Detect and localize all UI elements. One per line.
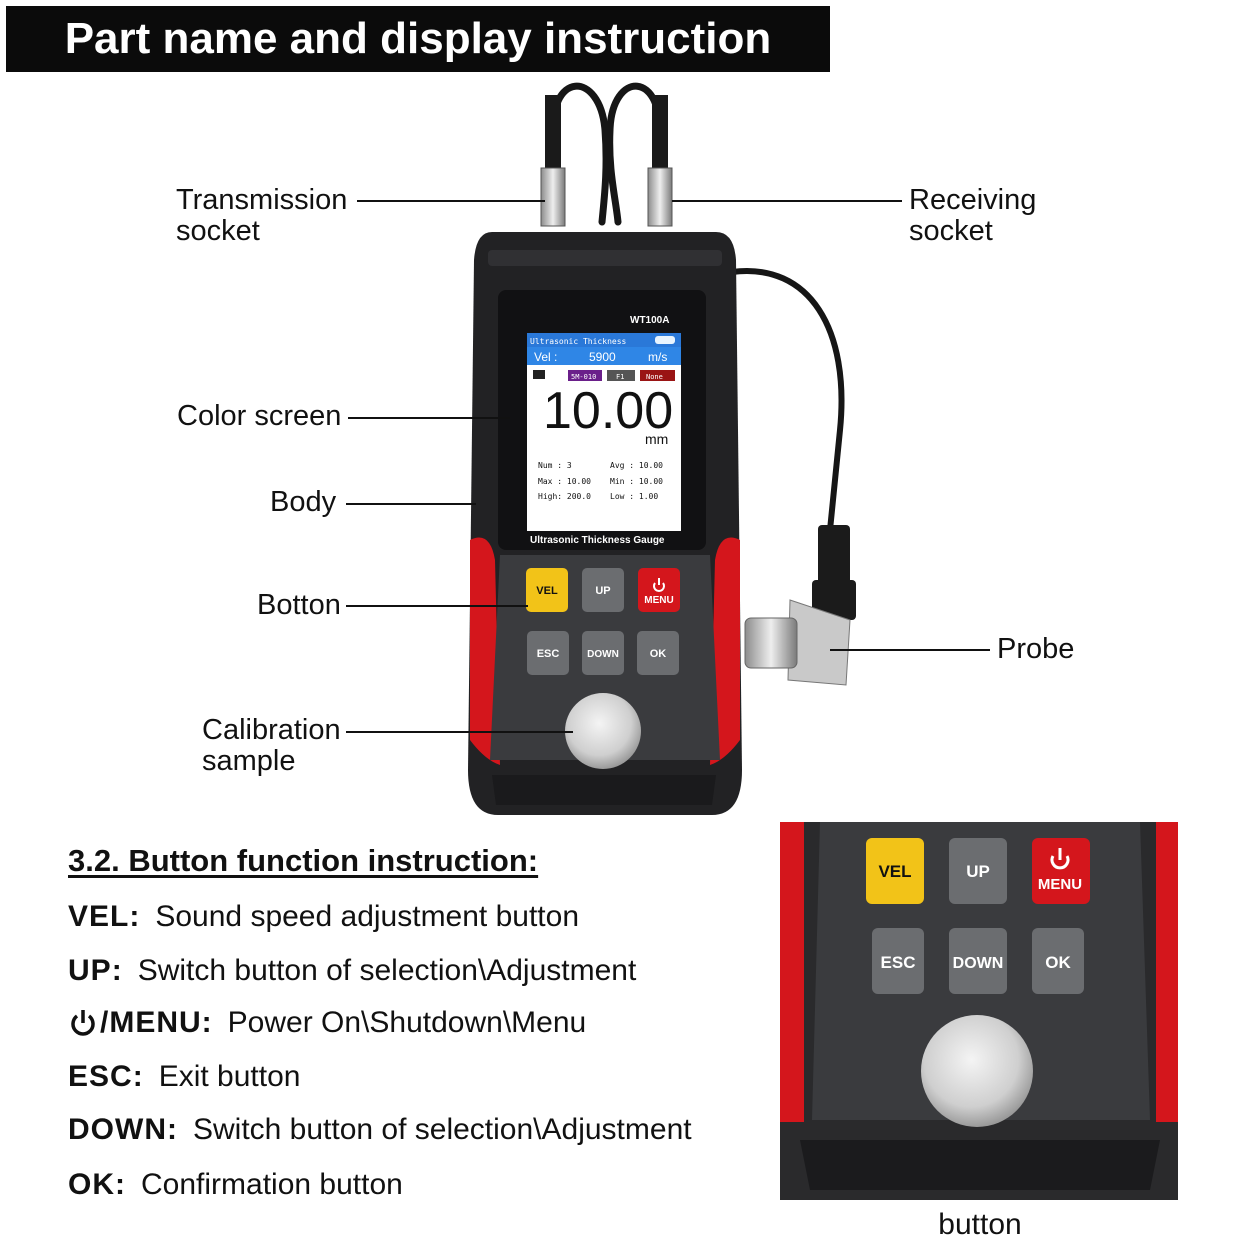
stat-low: Low : 1.00 <box>610 492 658 501</box>
zoom-ok-label: OK <box>1045 953 1071 972</box>
fn-row-ok: OK: Confirmation button <box>68 1165 403 1205</box>
vel-label: Vel : <box>534 350 557 364</box>
ok-key-label: OK <box>650 648 667 660</box>
tag-probe: 5M-010 <box>571 373 596 381</box>
fn-separator: : <box>166 1113 177 1146</box>
fn-desc: Confirmation button <box>141 1168 403 1201</box>
callout-receiving-socket: Receiving socket <box>909 184 1037 247</box>
calibration-sample-disc <box>565 693 641 769</box>
color-screen <box>527 333 681 531</box>
stat-avg: Avg : 10.00 <box>610 461 663 470</box>
button-functions-heading: 3.2. Button function instruction: <box>68 843 539 878</box>
fn-key: UP <box>68 954 112 987</box>
reading-unit: mm <box>645 431 668 447</box>
fn-separator: : <box>115 1168 125 1201</box>
keypad <box>526 568 680 769</box>
callout-probe: Probe <box>997 633 1075 665</box>
fn-key: /MENU <box>100 1006 202 1039</box>
fn-row-esc: ESC: Exit button <box>68 1057 300 1097</box>
fn-separator: : <box>201 1006 212 1039</box>
stat-max: Max : 10.00 <box>538 477 591 486</box>
zoom-caption: button <box>938 1208 1022 1241</box>
zoom-esc-label: ESC <box>881 953 916 972</box>
zoom-down-label: DOWN <box>953 955 1004 972</box>
zoom-panel <box>780 822 1178 1200</box>
fn-separator: : <box>111 954 122 987</box>
callout-button: Botton <box>257 589 341 621</box>
vel-unit: m/s <box>648 350 667 364</box>
fn-key: ESC <box>68 1060 133 1093</box>
callout-body: Body <box>270 486 337 518</box>
leader-lines <box>346 200 990 733</box>
stat-num: Num : 3 <box>538 461 572 470</box>
model-label: WT100A <box>630 315 669 326</box>
menu-key-label: MENU <box>644 595 673 606</box>
up-key-label: UP <box>595 585 610 597</box>
zoom-menu-label: MENU <box>1038 876 1082 893</box>
vel-value: 5900 <box>589 350 616 364</box>
vel-key-label: VEL <box>536 585 558 597</box>
fn-desc: Switch button of selection\Adjustment <box>137 954 637 987</box>
callout-calibration-sample: Calibration sample <box>202 714 341 777</box>
fn-row-vel: VEL: Sound speed adjustment button <box>68 897 579 937</box>
stat-min: Min : 10.00 <box>610 477 663 486</box>
zoom-up-label: UP <box>966 862 990 881</box>
zoom-vel-label: VEL <box>878 862 911 881</box>
fn-separator: : <box>132 1060 143 1093</box>
fn-row-down: DOWN: Switch button of selection\Adjustme… <box>68 1110 692 1150</box>
down-key-label: DOWN <box>587 649 619 660</box>
esc-key-label: ESC <box>537 648 560 660</box>
stat-high: High: 200.0 <box>538 492 591 501</box>
reading-value: 10.00 <box>543 382 673 440</box>
power-icon <box>71 1010 95 1036</box>
fn-key: VEL <box>68 900 130 933</box>
fn-row-menu: /MENU: Power On\Shutdown\Menu <box>68 1003 586 1043</box>
callout-color-screen: Color screen <box>177 400 342 432</box>
screen-header: Ultrasonic Thickness <box>530 337 627 346</box>
fn-desc: Switch button of selection\Adjustment <box>192 1113 692 1146</box>
transmission-socket <box>540 95 566 227</box>
fn-desc: Sound speed adjustment button <box>155 900 580 933</box>
fn-row-up: UP: Switch button of selection\Adjustment <box>68 951 636 991</box>
fn-key: DOWN <box>68 1113 167 1146</box>
fn-key: OK <box>68 1168 115 1201</box>
probe <box>744 525 856 686</box>
receiving-socket <box>647 95 673 227</box>
power-icon <box>653 578 665 592</box>
fn-separator: : <box>129 900 140 933</box>
tag-file: F1 <box>616 373 624 381</box>
page-title: Part name and display instruction <box>6 6 830 72</box>
zoom-power-icon <box>1050 848 1070 870</box>
fn-desc: Exit button <box>158 1060 301 1093</box>
fn-desc: Power On\Shutdown\Menu <box>227 1006 587 1039</box>
callout-transmission-socket: Transmission socket <box>176 184 348 247</box>
device-footer-label: Ultrasonic Thickness Gauge <box>530 535 665 546</box>
tag-mode: None <box>646 373 663 381</box>
